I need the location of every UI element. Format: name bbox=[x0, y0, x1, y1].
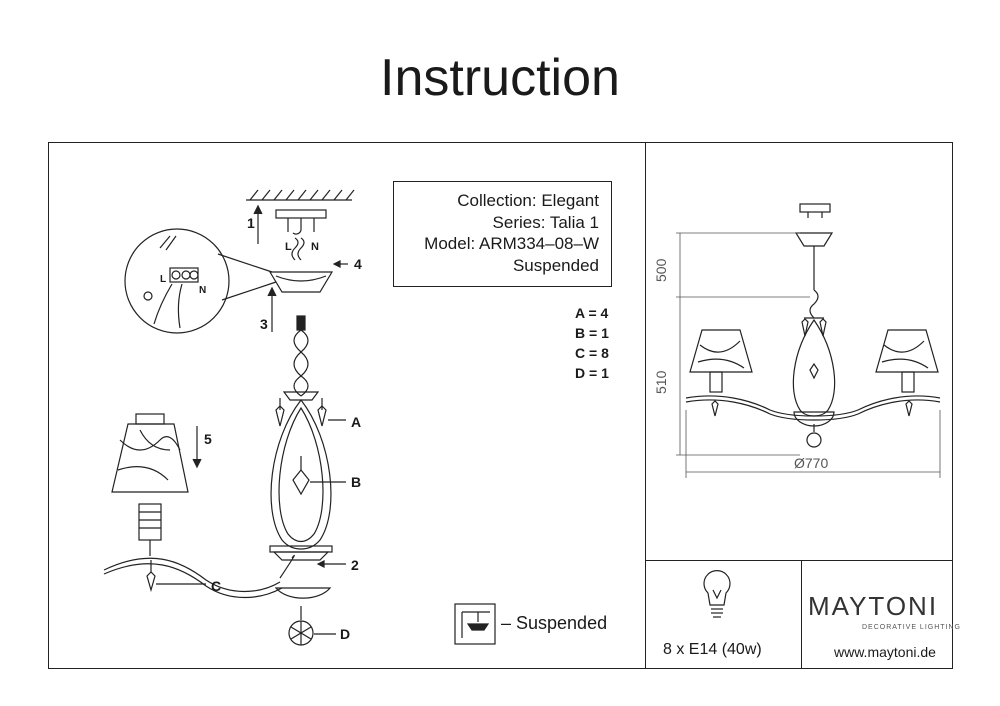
crystal-c bbox=[146, 571, 156, 593]
collection-text: Collection: Elegant bbox=[457, 191, 599, 210]
r-arms bbox=[685, 395, 941, 417]
wire-label-l: L bbox=[285, 241, 292, 253]
r-teardrop bbox=[792, 318, 836, 417]
quantity-b: B = 1 bbox=[575, 325, 609, 341]
dimension-lines bbox=[676, 232, 941, 478]
wire-label-n: N bbox=[311, 241, 319, 253]
quantity-c: C = 8 bbox=[575, 345, 609, 361]
part-label-d: D bbox=[340, 626, 351, 642]
quantity-d: D = 1 bbox=[575, 365, 609, 381]
page-title: Instruction bbox=[380, 49, 620, 107]
part-label-a: A bbox=[351, 414, 362, 430]
ceiling-hatch bbox=[246, 189, 355, 201]
crystal-a-right bbox=[317, 405, 327, 427]
step-1: 1 bbox=[247, 215, 255, 231]
type-text: Suspended bbox=[512, 255, 599, 275]
divider-horizontal bbox=[645, 560, 953, 561]
wiring-detail-circle bbox=[124, 228, 230, 334]
quantity-a: A = 4 bbox=[575, 305, 609, 321]
dim-height-body: 510 bbox=[653, 370, 669, 394]
bowl bbox=[274, 587, 332, 599]
step-5: 5 bbox=[204, 431, 212, 447]
canopy bbox=[268, 271, 334, 293]
detail-label-l: L bbox=[160, 274, 167, 285]
suspended-legend-text: – Suspended bbox=[501, 613, 608, 633]
r-canopy bbox=[794, 232, 834, 247]
mounting-bracket bbox=[275, 209, 327, 219]
teardrop-frame bbox=[270, 399, 332, 550]
dim-diameter: Ø770 bbox=[794, 455, 828, 471]
divider-vertical bbox=[645, 142, 646, 669]
part-label-b: B bbox=[351, 474, 362, 490]
crystal-a-left bbox=[275, 405, 285, 427]
crystal-b bbox=[292, 469, 310, 496]
r-bracket bbox=[799, 203, 831, 213]
r-shade-left bbox=[689, 329, 753, 373]
bulb-spec: 8 x E14 (40w) bbox=[663, 641, 762, 658]
r-shade-right bbox=[875, 329, 939, 373]
product-info-box: Collection: Elegant Series: Talia 1 Mode… bbox=[393, 181, 612, 287]
bulb-icon bbox=[703, 570, 731, 618]
main-frame bbox=[48, 142, 953, 669]
dim-height-top: 500 bbox=[653, 258, 669, 282]
brand-url: www.maytoni.de bbox=[834, 644, 936, 660]
model-text: Model: ARM334–08–W bbox=[424, 234, 599, 253]
divider-bottom bbox=[801, 560, 802, 669]
step-3: 3 bbox=[260, 316, 268, 332]
brand-logo: MAYTONI bbox=[808, 591, 939, 621]
step-2: 2 bbox=[351, 557, 359, 573]
brand-tagline: DECORATIVE LIGHTING bbox=[862, 624, 961, 631]
arm bbox=[103, 557, 281, 593]
detail-label-n: N bbox=[199, 285, 207, 296]
step-4: 4 bbox=[354, 256, 362, 272]
series-text: Series: Talia 1 bbox=[492, 212, 599, 232]
lamp-socket bbox=[138, 503, 162, 541]
suspended-icon bbox=[454, 603, 496, 645]
lamp-shade bbox=[111, 423, 189, 493]
